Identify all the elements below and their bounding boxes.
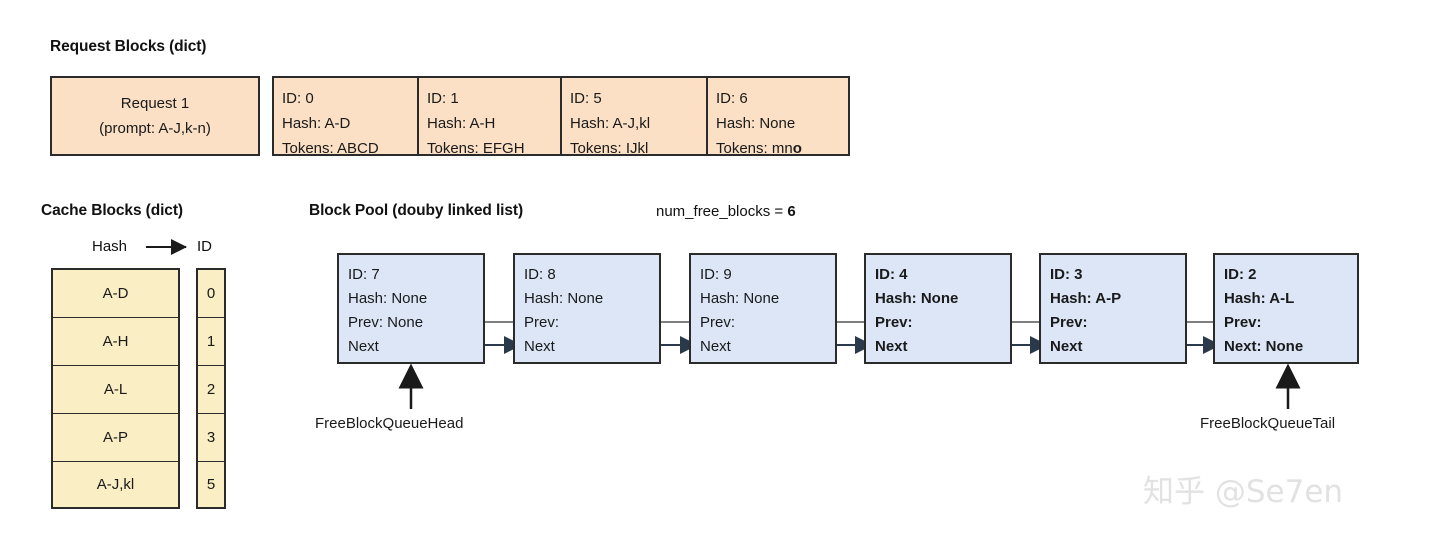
request-block-group: ID: 0 Hash: A-D Tokens: ABCD ID: 1 Hash:… xyxy=(272,76,850,157)
request-1-line1: Request 1 xyxy=(120,95,190,112)
block-tokens: Tokens: ABCD xyxy=(282,140,379,157)
cache-hash-cell: A-P xyxy=(53,414,178,462)
request-blocks-title: Request Blocks (dict) xyxy=(50,38,207,55)
block-id: ID: 6 xyxy=(716,90,748,107)
cache-id-cell: 1 xyxy=(198,318,224,366)
node-next: Next xyxy=(875,338,908,355)
node-next: Next: None xyxy=(1224,338,1304,355)
request-1-box: Request 1 (prompt: A-J,k-n) xyxy=(50,76,260,156)
cache-blocks-title: Cache Blocks (dict) xyxy=(41,202,183,219)
cache-id-cell: 5 xyxy=(206,476,216,493)
node-hash: Hash: None xyxy=(524,290,604,307)
request-block-5: ID: 5 Hash: A-J,kl Tokens: IJkl xyxy=(561,76,707,157)
block-tokens: Tokens: EFGH xyxy=(427,140,525,157)
node-id: ID: 8 xyxy=(524,266,556,283)
block-hash: Hash: A-H xyxy=(427,115,496,132)
request-block-0: ID: 0 Hash: A-D Tokens: ABCD xyxy=(272,76,418,157)
cache-header-id: ID xyxy=(197,238,212,255)
block-tokens: Tokens: IJkl xyxy=(570,140,649,157)
cache-hash-column: A-D A-H A-L A-P A-J,kl xyxy=(51,268,180,509)
node-id: ID: 4 xyxy=(875,266,908,283)
cache-hash-cell: A-D xyxy=(53,270,178,318)
node-prev: Prev: xyxy=(1224,314,1262,331)
node-prev: Prev: None xyxy=(348,314,424,331)
block-id: ID: 5 xyxy=(570,90,602,107)
request-1-line2: (prompt: A-J,k-n) xyxy=(99,120,211,137)
node-id: ID: 2 xyxy=(1224,266,1257,283)
block-hash: Hash: A-J,kl xyxy=(570,115,651,132)
pool-node-4: ID: 4 Hash: None Prev: Next xyxy=(864,253,1012,364)
node-next: Next xyxy=(348,338,379,355)
block-hash: Hash: A-D xyxy=(282,115,351,132)
cache-id-cell: 3 xyxy=(198,414,224,462)
node-hash: Hash: A-P xyxy=(1050,290,1122,307)
node-hash: Hash: None xyxy=(875,290,959,307)
node-id: ID: 3 xyxy=(1050,266,1083,283)
watermark: 知乎 @Se7en xyxy=(1143,474,1344,510)
cache-header-hash: Hash xyxy=(92,238,128,255)
pool-node-9: ID: 9 Hash: None Prev: Next xyxy=(689,253,837,364)
num-free-blocks: num_free_blocks = 6 xyxy=(656,203,796,220)
block-pool-title: Block Pool (douby linked list) xyxy=(309,202,524,219)
node-next: Next xyxy=(524,338,555,355)
cache-hash-cell: A-H xyxy=(53,318,178,366)
pool-node-7: ID: 7 Hash: None Prev: None Next xyxy=(337,253,485,364)
node-next: Next xyxy=(700,338,731,355)
node-prev: Prev: xyxy=(700,314,736,331)
node-hash: Hash: A-L xyxy=(1224,290,1295,307)
cache-hash-cell: A-L xyxy=(53,366,178,414)
node-id: ID: 7 xyxy=(348,266,380,283)
request-block-6: ID: 6 Hash: None Tokens: mno xyxy=(707,76,850,157)
block-hash: Hash: None xyxy=(716,115,796,132)
block-id: ID: 1 xyxy=(427,90,459,107)
node-prev: Prev: xyxy=(524,314,560,331)
node-next: Next xyxy=(1050,338,1083,355)
free-block-queue-tail-label: FreeBlockQueueTail xyxy=(1200,415,1336,432)
cache-hash-cell: A-J,kl xyxy=(96,476,135,493)
block-tokens: Tokens: mno xyxy=(716,140,802,157)
cache-id-cell: 2 xyxy=(198,366,224,414)
cache-id-cell: 0 xyxy=(198,270,224,318)
request-block-1: ID: 1 Hash: A-H Tokens: EFGH xyxy=(418,76,561,157)
node-prev: Prev: xyxy=(875,314,913,331)
free-block-queue-head-label: FreeBlockQueueHead xyxy=(315,415,464,432)
node-id: ID: 9 xyxy=(700,266,732,283)
cache-id-column: 0 1 2 3 5 xyxy=(196,268,226,509)
pool-node-3: ID: 3 Hash: A-P Prev: Next xyxy=(1039,253,1187,364)
pool-node-8: ID: 8 Hash: None Prev: Next xyxy=(513,253,661,364)
node-prev: Prev: xyxy=(1050,314,1088,331)
pool-node-2: ID: 2 Hash: A-L Prev: Next: None xyxy=(1213,253,1359,364)
node-hash: Hash: None xyxy=(700,290,780,307)
node-hash: Hash: None xyxy=(348,290,428,307)
block-id: ID: 0 xyxy=(282,90,314,107)
